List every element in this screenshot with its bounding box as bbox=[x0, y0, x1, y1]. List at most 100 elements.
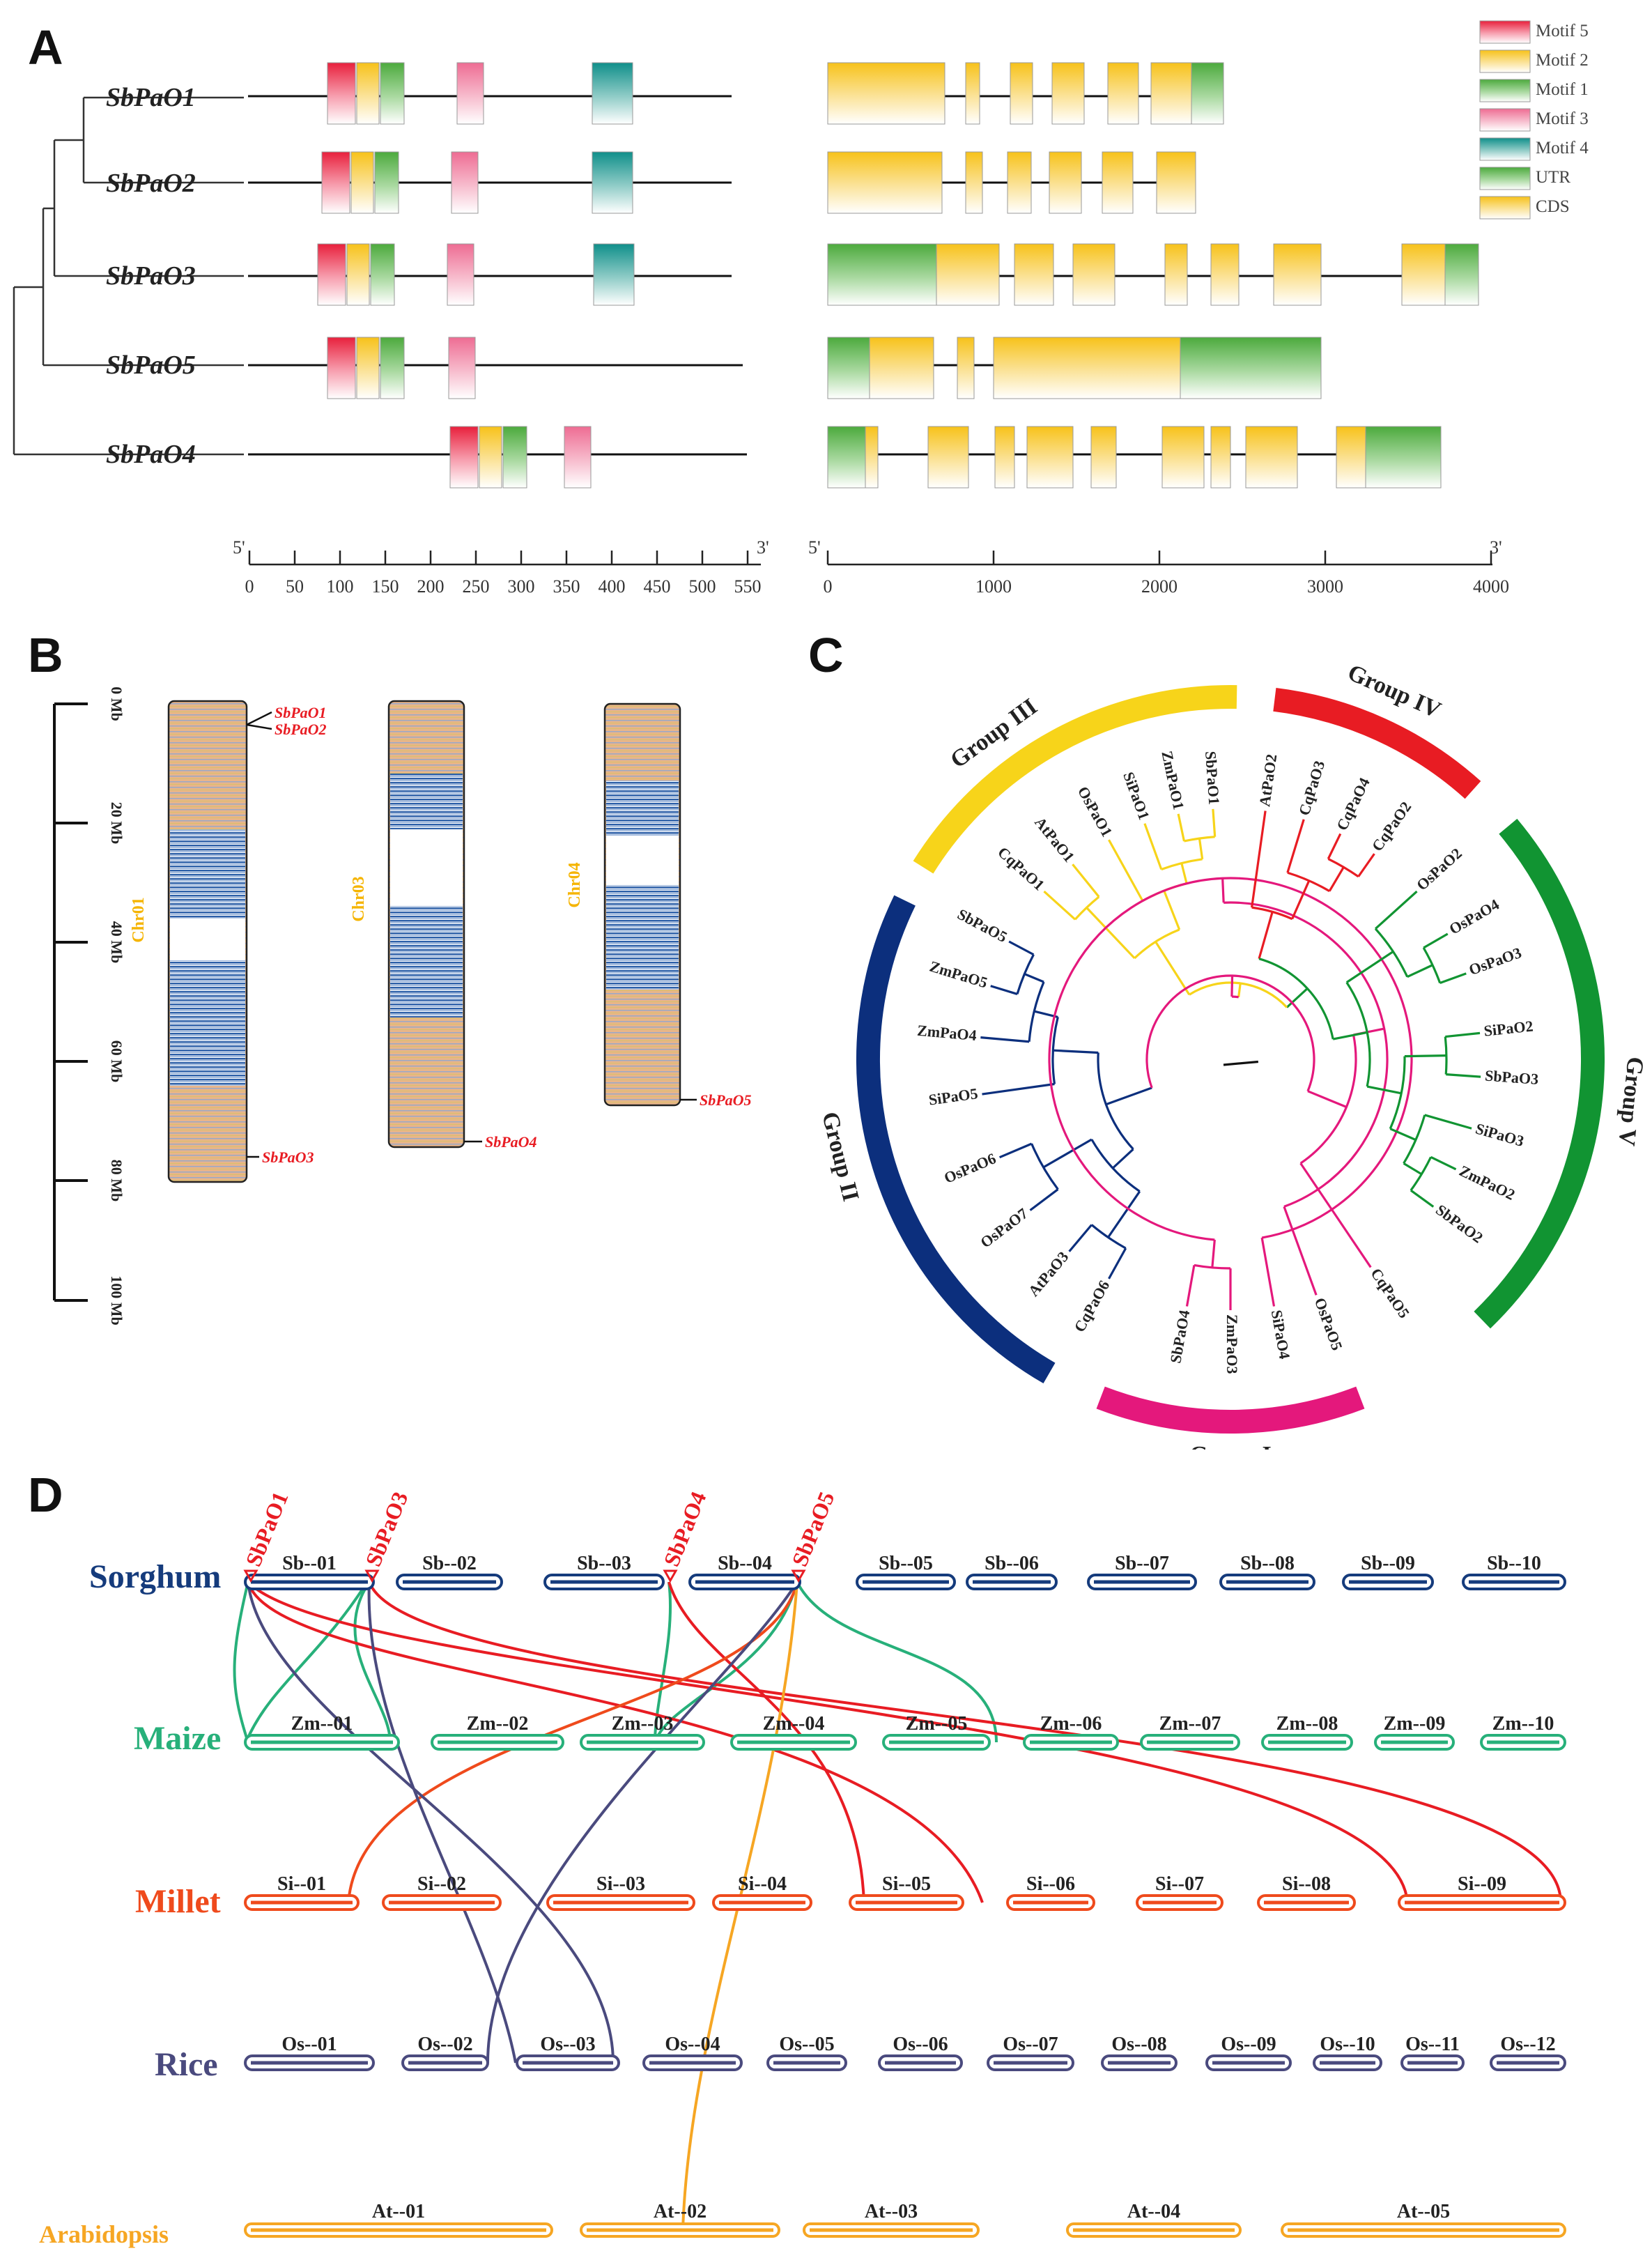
leaf-label: AtPaO2 bbox=[1256, 753, 1280, 808]
gene-label-sbpao4: SbPaO4 bbox=[106, 440, 196, 469]
gene-scale-tick: 4000 bbox=[1473, 576, 1509, 597]
group-arc-i bbox=[1096, 1386, 1365, 1434]
leaf-label: SbPaO4 bbox=[1166, 1309, 1193, 1365]
leaf-label: OsPaO1 bbox=[1074, 783, 1116, 840]
chromosome-label-millet: Si--06 bbox=[1026, 1873, 1075, 1895]
species-maize: Maize bbox=[134, 1720, 221, 1757]
legend-motif4: Motif 4 bbox=[1536, 139, 1589, 158]
chromosome-label-maize: Zm--03 bbox=[612, 1713, 674, 1735]
gene-scale-3prime: 3' bbox=[1490, 537, 1502, 558]
leaf-label: CqPaO6 bbox=[1070, 1277, 1113, 1335]
leaf-label: OsPaO2 bbox=[1413, 845, 1465, 894]
leaf-label: ZmPaO5 bbox=[927, 958, 989, 992]
chromosome-label-maize: Zm--06 bbox=[1040, 1713, 1102, 1735]
chromosome-label-sorghum: Sb--06 bbox=[985, 1553, 1039, 1574]
chromosome-label-arabidopsis: At--03 bbox=[865, 2201, 918, 2222]
chromosome-label-maize: Zm--09 bbox=[1384, 1713, 1446, 1735]
group-label-ii: Group II bbox=[817, 1109, 864, 1204]
leaf-label: ZmPaO3 bbox=[1223, 1314, 1241, 1374]
chromosome-label-millet: Si--03 bbox=[596, 1873, 645, 1895]
species-sorghum: Sorghum bbox=[89, 1558, 221, 1595]
gene-label-sbpao5: SbPaO5 bbox=[106, 351, 196, 380]
protein-scale-tick: 250 bbox=[463, 576, 490, 597]
protein-scale-5prime: 5' bbox=[233, 537, 245, 558]
chr03-label: Chr03 bbox=[350, 876, 368, 921]
leaf-label: SbPaO5 bbox=[955, 905, 1010, 946]
leaf-label: OsPaO5 bbox=[1311, 1296, 1346, 1353]
panel-label-c: C bbox=[808, 628, 844, 682]
species-rice: Rice bbox=[155, 2046, 218, 2083]
marker-sbpao5: SbPaO5 bbox=[700, 1091, 752, 1109]
chromosome-label-maize: Zm--02 bbox=[467, 1713, 529, 1735]
chromosome-label-sorghum: Sb--07 bbox=[1115, 1553, 1169, 1574]
gene-label-sbpao1: SbPaO1 bbox=[106, 83, 196, 112]
leaf-label: OsPaO3 bbox=[1467, 944, 1524, 978]
chromosome-label-millet: Si--09 bbox=[1458, 1873, 1506, 1895]
chr01-label: Chr01 bbox=[130, 897, 148, 942]
legend-cds: CDS bbox=[1536, 197, 1570, 216]
chromosome-label-rice: Os--01 bbox=[281, 2034, 337, 2055]
leaf-label: AtPaO1 bbox=[1031, 813, 1078, 866]
protein-scale-tick: 450 bbox=[644, 576, 671, 597]
group-arc-v bbox=[1474, 818, 1605, 1329]
leaf-label: SiPaO3 bbox=[1474, 1120, 1526, 1151]
protein-scale-tick: 350 bbox=[553, 576, 580, 597]
axis-tick-40mb: 40 Mb bbox=[108, 921, 125, 964]
marker-sbpao1: SbPaO1 bbox=[275, 704, 327, 721]
chromosome-chr04 bbox=[603, 702, 681, 1107]
chromosome-label-millet: Si--01 bbox=[277, 1873, 326, 1895]
chromosome-label-millet: Si--02 bbox=[417, 1873, 466, 1895]
chromosome-location-panel: 0 Mb 20 Mb 40 Mb 60 Mb 80 Mb 100 Mb Chr0… bbox=[53, 686, 752, 1326]
chromosome-chr01 bbox=[167, 700, 248, 1183]
chromosome-label-maize: Zm--07 bbox=[1159, 1713, 1221, 1735]
leaf-label: CqPaO3 bbox=[1295, 758, 1328, 817]
leaf-label: OsPaO7 bbox=[977, 1204, 1031, 1251]
chromosome-label-arabidopsis: At--04 bbox=[1127, 2201, 1180, 2222]
gene-scale-tick: 3000 bbox=[1307, 576, 1343, 597]
protein-scale-tick: 0 bbox=[245, 576, 254, 597]
chromosome-label-sorghum: Sb--02 bbox=[422, 1553, 477, 1574]
legend-motif5: Motif 5 bbox=[1536, 22, 1589, 40]
protein-scale-tick: 150 bbox=[372, 576, 399, 597]
legend-utr: UTR bbox=[1536, 168, 1570, 187]
panel-label-a: A bbox=[28, 20, 63, 75]
leaf-label: ZmPaO4 bbox=[916, 1022, 977, 1044]
group-arc-iv bbox=[1273, 688, 1481, 799]
synteny-marker-sbpao5: SbPaO5 bbox=[787, 1488, 839, 1569]
chromosome-label-rice: Os--04 bbox=[665, 2034, 720, 2055]
protein-scale-tick: 500 bbox=[689, 576, 716, 597]
leaf-label: SbPaO3 bbox=[1484, 1067, 1539, 1088]
synteny-marker-sbpao3: SbPaO3 bbox=[360, 1488, 412, 1569]
leaf-label: SbPaO1 bbox=[1202, 751, 1223, 806]
leaf-label: CqPaO5 bbox=[1367, 1265, 1413, 1321]
chromosome-label-rice: Os--09 bbox=[1221, 2034, 1276, 2055]
chromosome-label-maize: Zm--04 bbox=[763, 1713, 825, 1735]
chromosome-label-rice: Os--02 bbox=[417, 2034, 472, 2055]
leaf-label: ZmPaO2 bbox=[1457, 1162, 1518, 1204]
gene-scale-tick: 2000 bbox=[1141, 576, 1178, 597]
chromosome-label-millet: Si--05 bbox=[882, 1873, 931, 1895]
chromosome-label-maize: Zm--01 bbox=[291, 1713, 353, 1735]
leaf-label: SiPaO4 bbox=[1268, 1309, 1294, 1360]
synteny-marker-sbpao4: SbPaO4 bbox=[658, 1488, 711, 1569]
chromosome-label-rice: Os--03 bbox=[540, 2034, 595, 2055]
chromosome-label-sorghum: Sb--10 bbox=[1487, 1553, 1541, 1574]
gene-scale-tick: 1000 bbox=[975, 576, 1012, 597]
chromosome-label-rice: Os--10 bbox=[1320, 2034, 1375, 2055]
leaf-label: CqPaO4 bbox=[1333, 775, 1373, 833]
axis-tick-60mb: 60 Mb bbox=[108, 1040, 125, 1083]
group-label-i: Group I bbox=[1189, 1442, 1271, 1450]
marker-sbpao2: SbPaO2 bbox=[275, 721, 327, 738]
chromosome-label-rice: Os--05 bbox=[779, 2034, 834, 2055]
chromosome-label-sorghum: Sb--08 bbox=[1240, 1553, 1295, 1574]
chromosome-label-millet: Si--07 bbox=[1155, 1873, 1204, 1895]
leaf-label: SbPaO2 bbox=[1433, 1201, 1486, 1247]
marker-sbpao4: SbPaO4 bbox=[485, 1133, 537, 1151]
leaf-label: AtPaO3 bbox=[1025, 1248, 1072, 1300]
species-arabidopsis: Arabidopsis bbox=[39, 2220, 169, 2248]
legend-motif1: Motif 1 bbox=[1536, 80, 1589, 99]
group-label-v: Group V bbox=[1613, 1056, 1648, 1148]
chromosome-label-sorghum: Sb--04 bbox=[718, 1553, 772, 1574]
gene-scale-tick: 0 bbox=[824, 576, 833, 597]
protein-scale-tick: 400 bbox=[599, 576, 626, 597]
